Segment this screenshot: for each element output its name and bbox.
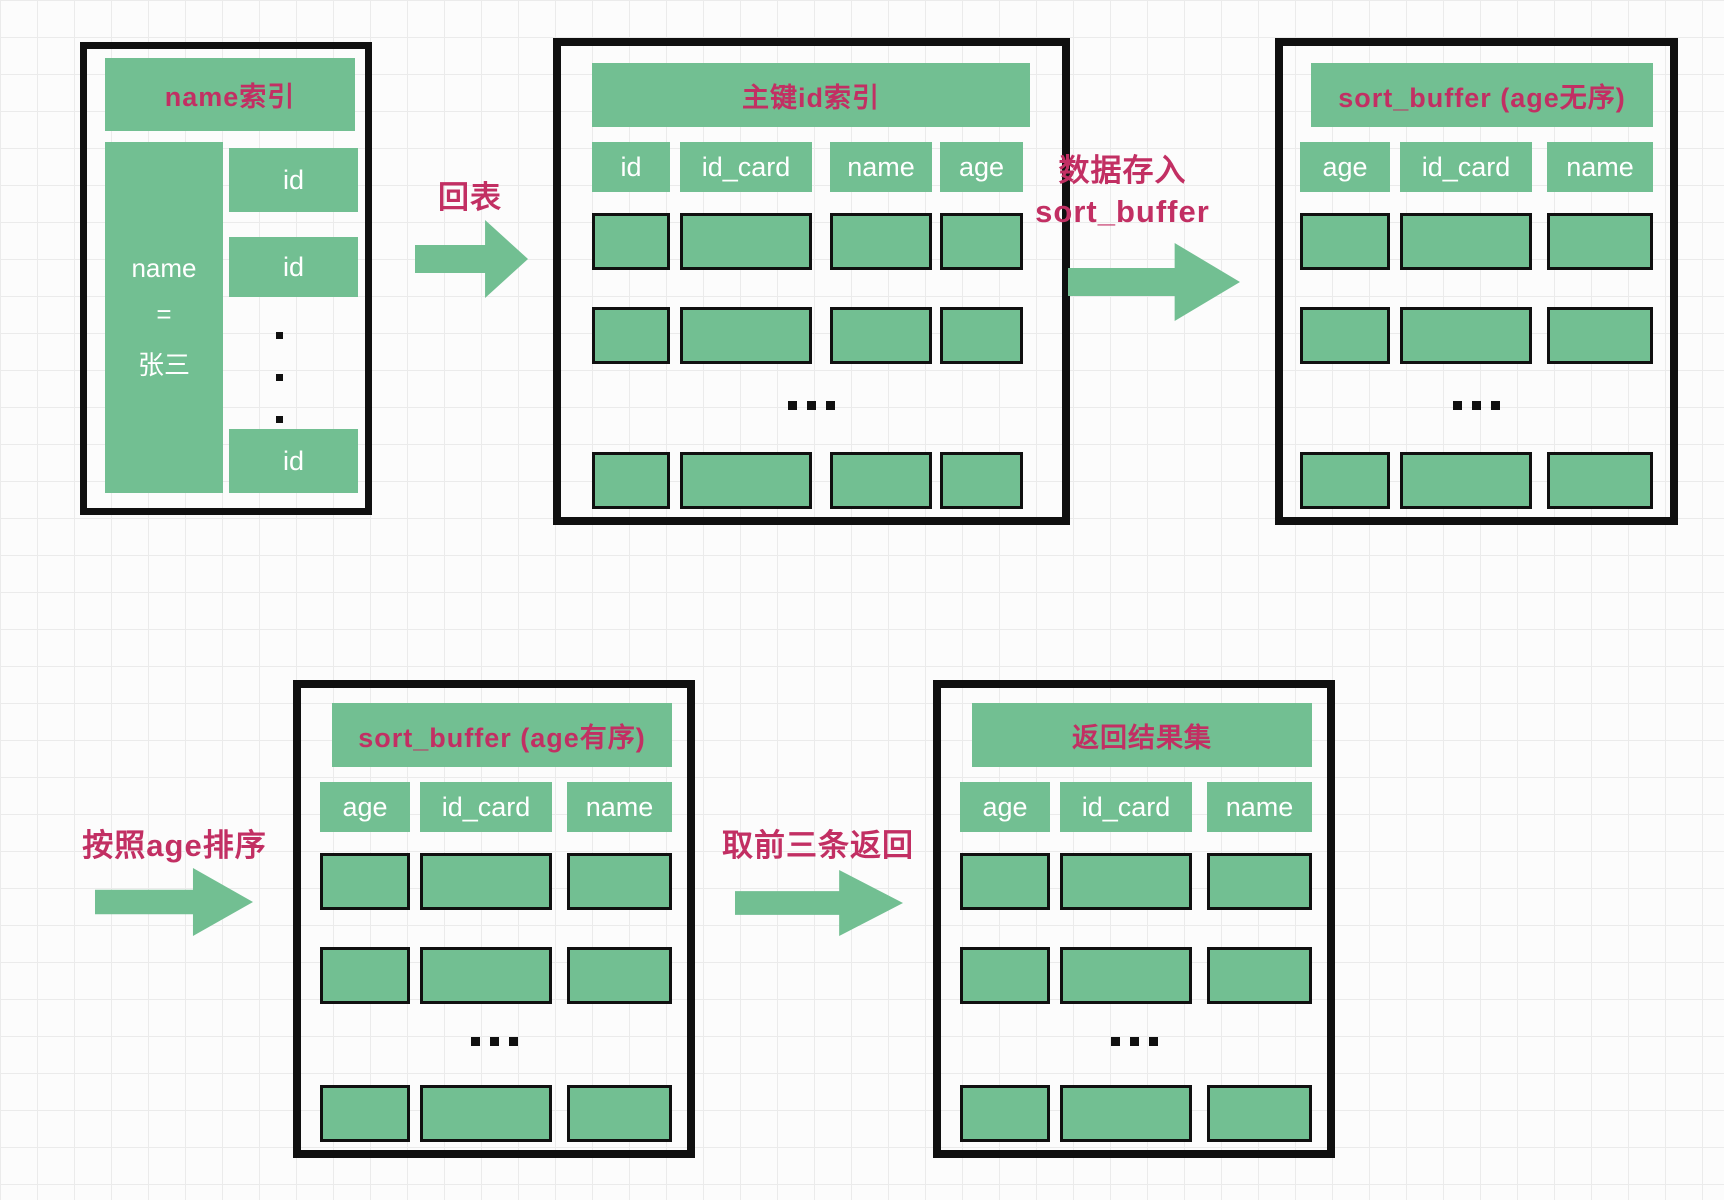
data-cell [940,452,1023,509]
data-cell [420,853,552,910]
data-cell [960,1085,1050,1142]
row-ellipsis-dots [1283,401,1670,410]
data-cell [320,947,410,1004]
data-cell [830,452,932,509]
data-cell [320,853,410,910]
data-cell [1547,452,1653,509]
data-cell [1207,1085,1312,1142]
sort-buffer-ordered-box: sort_buffer (age有序) age id_card name [293,680,695,1158]
column-header-name: name [567,782,672,832]
data-cell [830,307,932,364]
store-into-buffer-label-line1: 数据存入 [1058,153,1187,188]
data-cell [1547,307,1653,364]
column-header-age: age [940,142,1023,192]
data-cell [680,307,812,364]
data-cell [960,853,1050,910]
right-arrow-icon [95,868,253,936]
data-cell [1400,213,1532,270]
data-cell [567,1085,672,1142]
name-index-title: name索引 [105,58,355,131]
name-key-line-2: = [156,299,172,329]
column-header-age: age [960,782,1050,832]
data-cell [940,307,1023,364]
sort-buffer-unordered-box: sort_buffer (age无序) age id_card name [1275,38,1678,525]
name-key-line-1: name [131,253,197,283]
data-cell [1060,947,1192,1004]
column-header-age: age [320,782,410,832]
column-header-age: age [1300,142,1390,192]
right-arrow-icon [415,220,528,298]
row-ellipsis-dots [561,401,1062,410]
data-cell [1547,213,1653,270]
primary-key-index-title: 主键id索引 [592,63,1030,127]
data-cell [420,1085,552,1142]
data-cell [680,452,812,509]
data-cell [1207,853,1312,910]
name-key-cell: name = 张三 [105,142,223,493]
data-cell [1400,307,1532,364]
id-pointer-cell: id [229,148,358,212]
return-top3-label: 取前三条返回 [722,828,914,863]
column-header-id-card: id_card [1400,142,1532,192]
data-cell [940,213,1023,270]
data-cell [960,947,1050,1004]
column-header-name: name [1547,142,1653,192]
column-header-name: name [1207,782,1312,832]
row-ellipsis-dots [301,1037,687,1046]
data-cell [1300,307,1390,364]
column-header-id-card: id_card [680,142,812,192]
data-cell [592,307,670,364]
column-header-id: id [592,142,670,192]
right-arrow-icon [735,870,903,936]
store-into-buffer-label: 数据存入 sort_buffer [1000,150,1245,232]
sort-buffer-unordered-title: sort_buffer (age无序) [1311,63,1653,127]
sort-by-age-label: 按照age排序 [82,828,267,863]
row-ellipsis-dots [941,1037,1327,1046]
column-header-id-card: id_card [420,782,552,832]
data-cell [1060,1085,1192,1142]
id-pointer-cell: id [229,429,358,493]
column-header-id-card: id_card [1060,782,1192,832]
data-cell [1060,853,1192,910]
data-cell [1300,213,1390,270]
data-cell [1207,947,1312,1004]
data-cell [592,452,670,509]
id-pointer-cell: id [229,237,358,297]
result-set-box: 返回结果集 age id_card name [933,680,1335,1158]
data-cell [320,1085,410,1142]
store-into-buffer-label-line2: sort_buffer [1035,194,1210,229]
data-cell [567,947,672,1004]
result-set-title: 返回结果集 [972,703,1312,767]
data-cell [420,947,552,1004]
name-key-line-3: 张三 [137,350,190,380]
data-cell [567,853,672,910]
data-cell [680,213,812,270]
vertical-ellipsis-dots [276,332,283,423]
data-cell [1300,452,1390,509]
right-arrow-icon [1068,243,1240,321]
primary-key-index-box: 主键id索引 id id_card name age [553,38,1070,525]
column-header-name: name [830,142,932,192]
back-to-table-label: 回表 [438,180,502,215]
data-cell [1400,452,1532,509]
data-cell [592,213,670,270]
sort-buffer-ordered-title: sort_buffer (age有序) [332,703,672,767]
name-index-box: name索引 name = 张三 id id id [80,42,372,515]
data-cell [830,213,932,270]
